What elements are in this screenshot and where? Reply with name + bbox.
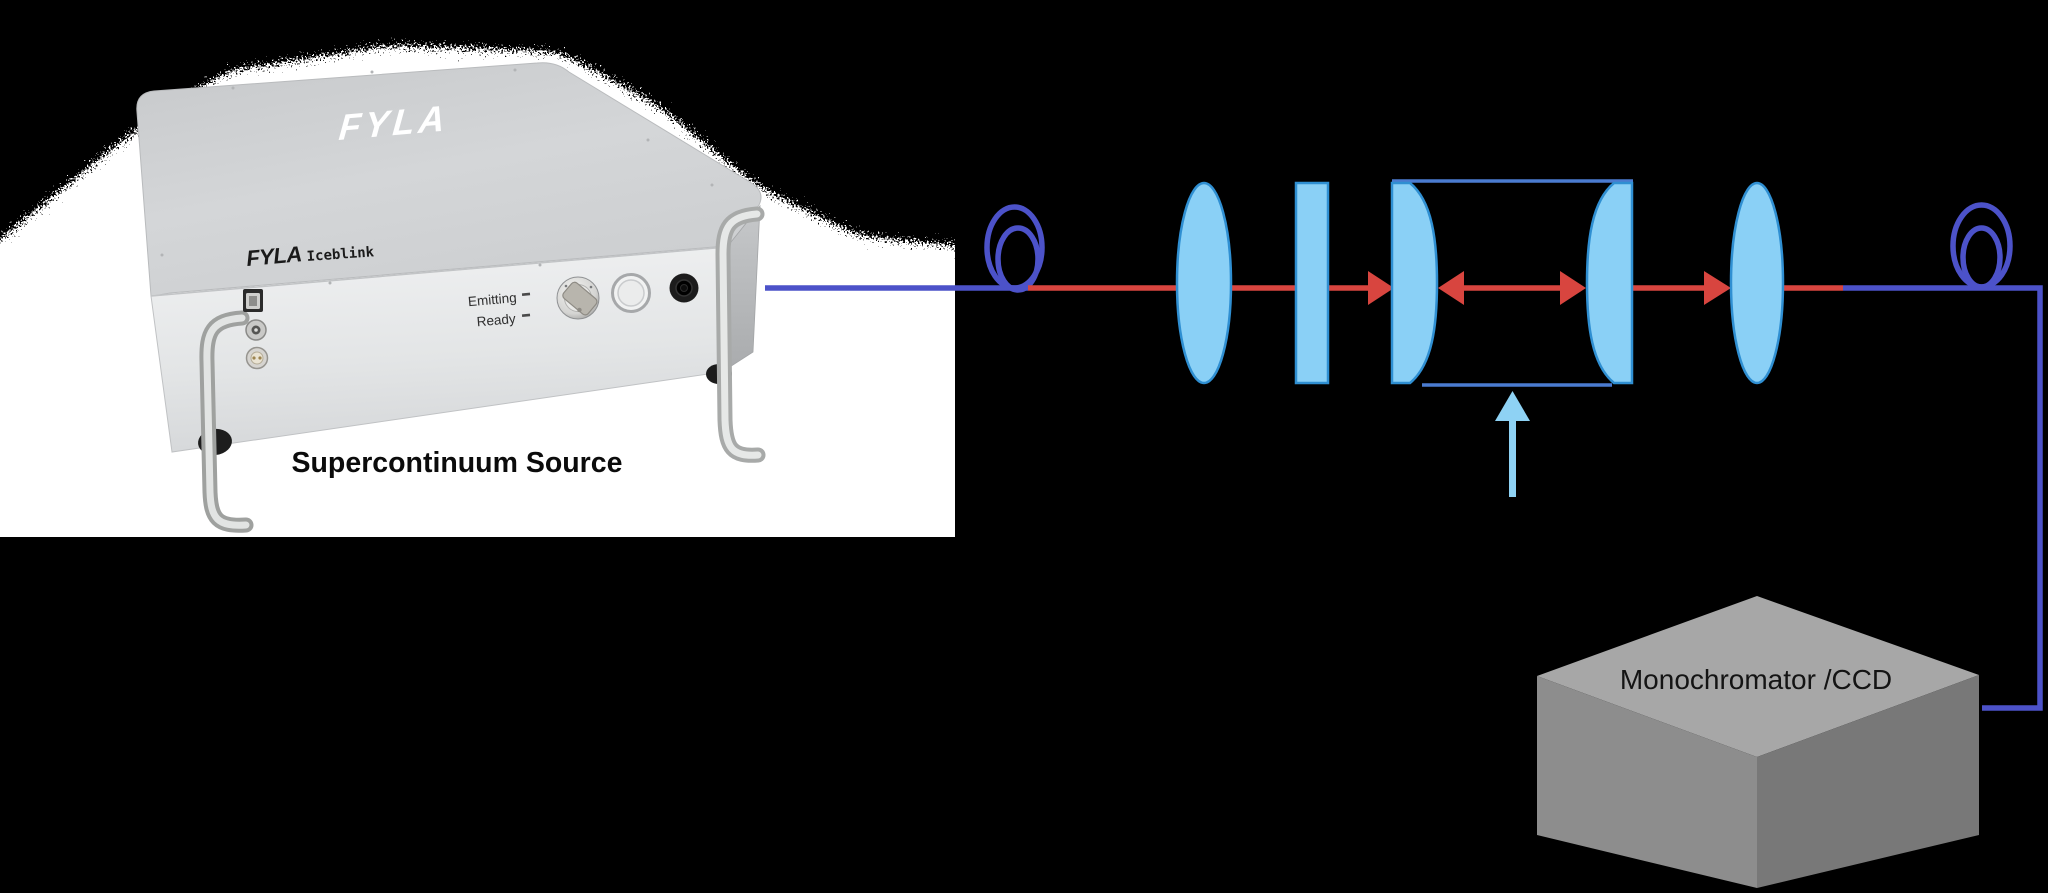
fiber-loop-2-outer [1950,202,2013,290]
indicator-emitting-led [521,292,531,296]
supercontinuum-source-device: FYLA Iceblink Emitting Ready FYLA [136,62,766,533]
box-top-face [1537,596,1979,757]
panel-brand-logo: FYLA [245,241,302,271]
front-handle-left [199,310,254,533]
front-handle-right [715,206,766,463]
usb-port [243,289,263,312]
source-caption: Supercontinuum Source [292,447,623,479]
power-button[interactable] [611,273,651,313]
fiber-loop-2-inner [1960,225,2003,290]
top-face-logo: FYLA [337,97,450,148]
optical-filter [1294,181,1330,385]
indicator-ready-led [521,313,531,317]
device-top-face [136,62,762,297]
output-fiber [1843,285,2043,711]
arrowhead-right-mid [1560,271,1586,305]
laser-output-aperture [669,273,699,303]
adjustment-pointer [1495,391,1530,497]
indicator-emitting-label: Emitting [467,290,517,309]
top-face-screws [160,68,714,285]
key-switch[interactable] [556,276,600,320]
collimating-lens [1175,181,1233,385]
arrowhead-right-2 [1704,271,1731,305]
zoom-lens-left [1390,181,1439,385]
zoom-lens-right [1585,181,1634,385]
fiber-loop-1-inner [995,225,1041,293]
stage-bracket [1392,179,1633,387]
arrowhead-left-mid [1438,271,1464,305]
box-right-face [1757,675,1979,888]
detector-label: Monochromator /CCD [1620,664,1892,695]
lemo-connector [245,346,269,370]
focusing-lens [1729,181,1785,385]
fiber-lines [765,202,2043,711]
arrowhead-right-1 [1368,271,1394,305]
bnc-connector [245,319,267,341]
panel-model-label: Iceblink [306,244,375,265]
beam-red-arrowheads [1368,271,1731,305]
monochromator-ccd-box: Monochromator /CCD [1537,596,1979,888]
box-left-face [1537,676,1757,888]
device-top-seam [150,246,728,297]
indicator-ready-label: Ready [476,311,516,329]
